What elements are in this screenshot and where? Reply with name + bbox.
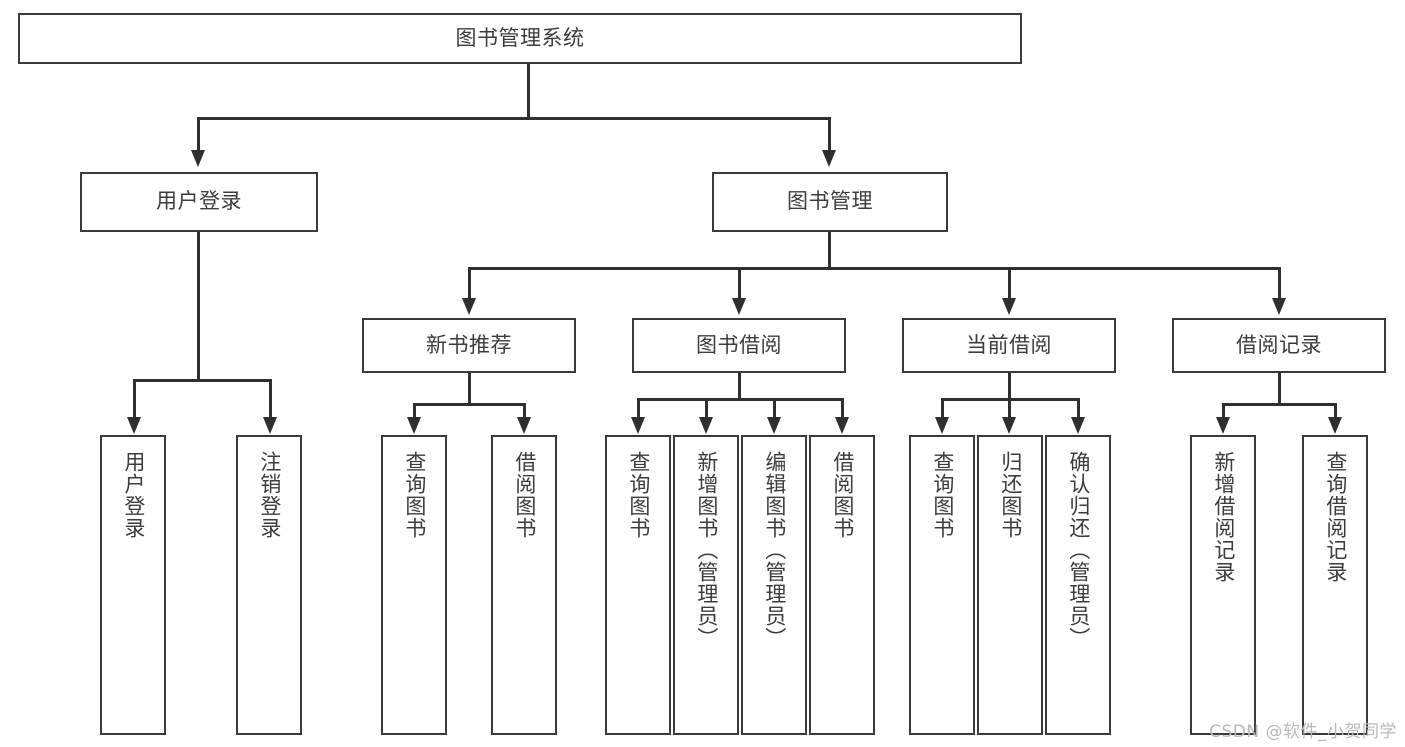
arrowhead-book-borrow-leaf-4 [835, 417, 849, 434]
node-user-login[interactable]: 用户登录 [80, 172, 318, 232]
connector-current-borrow-drop-3 [1077, 398, 1080, 419]
connector-book-borrow-drop-4 [841, 398, 844, 419]
node-borrow-record[interactable]: 借阅记录 [1172, 318, 1386, 373]
connector-current-borrow-drop-1 [941, 398, 944, 419]
node-label: 新增借阅记录 [1211, 451, 1236, 583]
leaf-book-borrow-1[interactable]: 查询图书 [605, 435, 671, 735]
leaf-new-book-2[interactable]: 借阅图书 [491, 435, 557, 735]
leaf-user-login-1[interactable]: 用户登录 [100, 435, 166, 735]
connector-to-current-borrow [1008, 267, 1011, 300]
node-label: 查询图书 [402, 451, 427, 539]
node-label: 编辑图书（管理员） [762, 451, 787, 649]
connector-to-borrow-record [1278, 267, 1281, 300]
node-label: 图书管理 [787, 189, 873, 214]
arrowhead-borrow-record-leaf-1 [1216, 417, 1230, 434]
connector-user-login-drop-1 [133, 379, 136, 419]
node-label: 用户登录 [121, 451, 146, 539]
node-book-management[interactable]: 图书管理 [712, 172, 948, 232]
arrowhead-user-login-leaf-2 [263, 417, 277, 434]
node-label: 注销登录 [257, 451, 282, 539]
arrowhead-to-current-borrow [1002, 298, 1016, 315]
arrowhead-new-book-leaf-2 [517, 417, 531, 434]
connector-current-borrow-drop-2 [1008, 398, 1011, 419]
arrowhead-to-book-borrow [732, 298, 746, 315]
leaf-new-book-1[interactable]: 查询图书 [381, 435, 447, 735]
arrowhead-current-borrow-leaf-1 [935, 417, 949, 434]
connector-new-book-bus [413, 403, 523, 406]
node-label: 确认归还（管理员） [1066, 451, 1091, 649]
connector-root-stem [527, 64, 530, 118]
leaf-current-borrow-3[interactable]: 确认归还（管理员） [1045, 435, 1111, 735]
connector-to-book-management [828, 117, 831, 152]
arrowhead-book-borrow-leaf-3 [767, 417, 781, 434]
node-label: 新增图书（管理员） [694, 451, 719, 649]
node-label: 图书借阅 [696, 332, 782, 357]
arrowhead-current-borrow-leaf-3 [1071, 417, 1085, 434]
arrowhead-book-borrow-leaf-1 [631, 417, 645, 434]
node-label: 当前借阅 [966, 332, 1052, 357]
node-label: 用户登录 [156, 189, 242, 214]
connector-book-borrow-drop-1 [637, 398, 640, 419]
connector-new-book-drop-1 [413, 403, 416, 419]
connector-level3-bus [468, 267, 1280, 270]
connector-level2-bus [197, 117, 830, 120]
connector-to-new-book [468, 267, 471, 300]
connector-book-borrow-drop-2 [705, 398, 708, 419]
arrowhead-borrow-record-leaf-2 [1328, 417, 1342, 434]
connector-book-borrow-drop-3 [773, 398, 776, 419]
leaf-user-login-2[interactable]: 注销登录 [236, 435, 302, 735]
connector-borrow-record-drop-1 [1222, 403, 1225, 419]
node-label: 借阅图书 [830, 451, 855, 539]
connector-borrow-record-drop-2 [1334, 403, 1337, 419]
node-label: 图书管理系统 [455, 25, 585, 50]
arrowhead-book-borrow-leaf-2 [699, 417, 713, 434]
node-label: 归还图书 [998, 451, 1023, 539]
arrowhead-to-borrow-record [1272, 298, 1286, 315]
node-new-book-recommend[interactable]: 新书推荐 [362, 318, 576, 373]
node-label: 查询借阅记录 [1323, 451, 1348, 583]
leaf-book-borrow-2[interactable]: 新增图书（管理员） [673, 435, 739, 735]
connector-current-borrow-stem [1008, 373, 1011, 399]
leaf-borrow-record-1[interactable]: 新增借阅记录 [1190, 435, 1256, 735]
connector-book-borrow-bus [637, 398, 841, 401]
arrowhead-current-borrow-leaf-2 [1002, 417, 1016, 434]
connector-borrow-record-bus [1222, 403, 1334, 406]
node-book-borrow[interactable]: 图书借阅 [632, 318, 846, 373]
connector-new-book-drop-2 [523, 403, 526, 419]
connector-book-management-stem [828, 232, 831, 268]
leaf-current-borrow-2[interactable]: 归还图书 [977, 435, 1043, 735]
connector-to-book-borrow [738, 267, 741, 300]
arrowhead-user-login-leaf-1 [127, 417, 141, 434]
leaf-book-borrow-3[interactable]: 编辑图书（管理员） [741, 435, 807, 735]
leaf-current-borrow-1[interactable]: 查询图书 [909, 435, 975, 735]
leaf-borrow-record-2[interactable]: 查询借阅记录 [1302, 435, 1368, 735]
node-label: 借阅图书 [512, 451, 537, 539]
node-current-borrow[interactable]: 当前借阅 [902, 318, 1116, 373]
arrowhead-new-book-leaf-1 [407, 417, 421, 434]
node-label: 查询图书 [930, 451, 955, 539]
connector-new-book-stem [468, 373, 471, 404]
connector-borrow-record-stem [1278, 373, 1281, 404]
arrowhead-to-new-book [462, 298, 476, 315]
node-root-book-management-system[interactable]: 图书管理系统 [18, 13, 1022, 64]
leaf-book-borrow-4[interactable]: 借阅图书 [809, 435, 875, 735]
connector-user-login-drop-2 [269, 379, 272, 419]
node-label: 借阅记录 [1236, 332, 1322, 357]
connector-user-login-bus [133, 379, 269, 382]
node-label: 新书推荐 [426, 332, 512, 357]
node-label: 查询图书 [626, 451, 651, 539]
arrowhead-to-book-management [822, 150, 836, 167]
connector-to-user-login [197, 117, 200, 152]
connector-book-borrow-stem [738, 373, 741, 399]
arrowhead-to-user-login [191, 150, 205, 167]
connector-user-login-stem [197, 232, 200, 380]
